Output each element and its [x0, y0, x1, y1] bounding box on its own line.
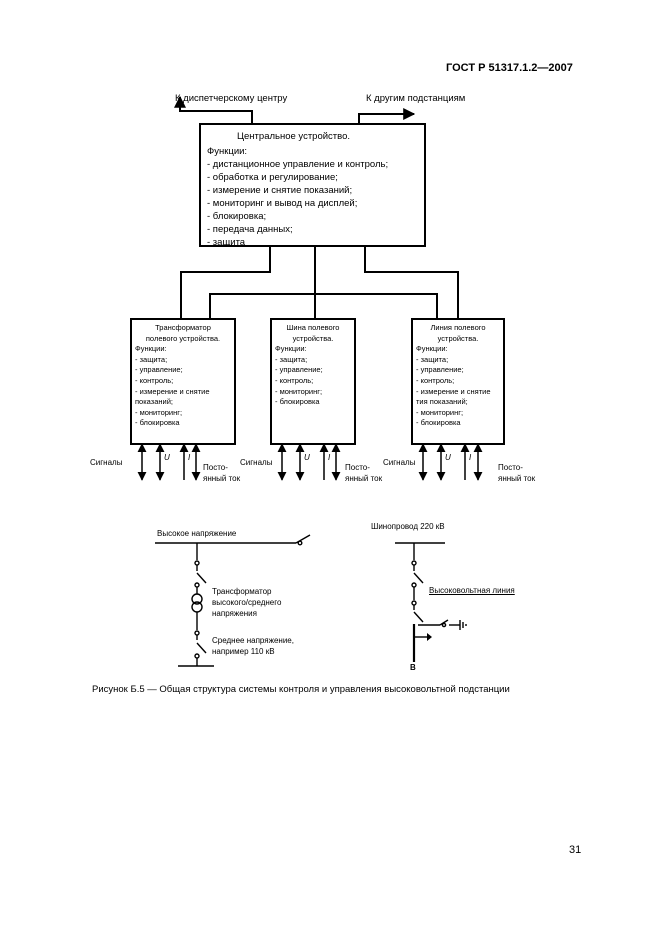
- field-function-item: - управление;: [275, 365, 323, 375]
- transformer-label: Трансформатор: [212, 587, 272, 596]
- voltage-label: U: [445, 453, 451, 462]
- field-unit-title: Трансформатор: [155, 323, 211, 332]
- dc-label: янный ток: [345, 474, 383, 483]
- central-unit-title: Центральное устройство.: [237, 131, 351, 142]
- transformer-label: высокого/среднего: [212, 598, 282, 607]
- field-function-item: - защита;: [275, 354, 308, 364]
- schematic-left: [155, 534, 311, 667]
- central-functions-heading: Функции:: [207, 146, 248, 157]
- field-function-item: - мониторинг;: [416, 407, 464, 417]
- field-function-item: - блокировка: [275, 397, 320, 407]
- field-functions-heading: Функции:: [416, 344, 448, 354]
- field-functions-heading: Функции:: [135, 344, 167, 354]
- field-function-item: - управление;: [416, 365, 464, 375]
- standard-number: ГОСТ Р 51317.1.2—2007: [446, 62, 573, 74]
- field-unit-title: Шина полевого: [286, 323, 340, 332]
- bus-right: [364, 246, 459, 318]
- page-number: 31: [569, 844, 582, 856]
- field-function-item: - управление;: [135, 365, 183, 375]
- central-function-item: - обработка и регулирование;: [207, 172, 338, 183]
- medium-voltage-label: например 110 кВ: [212, 647, 275, 656]
- field-functions-heading: Функции:: [275, 344, 307, 354]
- field-function-item: - мониторинг;: [135, 407, 183, 417]
- field-function-item: - защита;: [135, 354, 168, 364]
- high-voltage-label: Высокое напряжение: [157, 529, 237, 538]
- field-function-item: - измерение и снятие: [135, 386, 210, 396]
- node-label: B: [410, 663, 416, 672]
- label-to-other-substations: К другим подстанциям: [366, 93, 466, 104]
- central-function-item: - дистанционное управление и контроль;: [207, 159, 389, 170]
- field-unit-title: Линия полевого: [430, 323, 486, 332]
- central-function-item: - передача данных;: [207, 224, 293, 235]
- field-unit-transformer: Трансформатор полевого устройства. Функц…: [130, 318, 236, 445]
- field-function-item: - измерение и снятие: [416, 386, 491, 396]
- busbar-label: Шинопровод 220 кВ: [371, 522, 445, 531]
- central-unit-box: Центральное устройство. Функции: - диста…: [199, 123, 426, 248]
- schematic-right: [395, 542, 467, 662]
- dc-label: Посто-: [203, 463, 228, 472]
- signals-label: Сигналы: [383, 458, 416, 467]
- medium-voltage-label: Среднее напряжение,: [212, 636, 294, 645]
- dc-label: Посто-: [498, 463, 523, 472]
- central-function-item: - блокировка;: [207, 211, 267, 222]
- field-unit-title: устройства.: [292, 333, 334, 343]
- central-function-item: - мониторинг и вывод на дисплей;: [207, 198, 358, 209]
- central-function-item: - измерение и снятие показаний;: [207, 185, 353, 196]
- dc-label: Посто-: [345, 463, 370, 472]
- dc-label: янный ток: [203, 474, 241, 483]
- field-function-item: - контроль;: [275, 375, 314, 385]
- arrow-to-dispatch: [174, 95, 253, 123]
- transformer-label: напряжения: [212, 609, 257, 618]
- signals-label: Сигналы: [90, 458, 123, 467]
- dc-label: янный ток: [498, 474, 536, 483]
- central-function-item: - защита: [207, 237, 246, 248]
- bus-left: [180, 246, 271, 318]
- bus-cross: [209, 293, 438, 318]
- voltage-label: U: [164, 453, 170, 462]
- field-function-item: - защита;: [416, 354, 449, 364]
- field-function-item: - контроль;: [416, 375, 455, 385]
- voltage-label: U: [304, 453, 310, 462]
- field-function-item: тия показаний;: [416, 397, 468, 407]
- field-function-item: - блокировка: [416, 418, 461, 428]
- current-label: I: [188, 453, 191, 462]
- signals-label: Сигналы: [240, 458, 273, 467]
- current-label: I: [469, 453, 472, 462]
- field-function-item: показаний;: [135, 397, 173, 407]
- field-function-item: - контроль;: [135, 375, 174, 385]
- field-unit-title: полевого устройства.: [145, 333, 221, 343]
- field-function-item: - мониторинг;: [275, 386, 323, 396]
- label-to-dispatch: К диспетчерскому центру: [175, 93, 288, 104]
- field-unit-line: Линия полевого устройства. Функции: - за…: [411, 318, 505, 445]
- field-function-item: - блокировка: [135, 418, 180, 428]
- arrow-to-other-substations: [358, 108, 416, 123]
- field-unit-title: устройства.: [437, 333, 479, 343]
- hv-line-label: Высоковольтная линия: [429, 586, 515, 595]
- field-unit-busbar: Шина полевого устройства. Функции: - защ…: [270, 318, 356, 445]
- figure-caption: Рисунок Б.5 — Общая структура системы ко…: [92, 684, 510, 695]
- current-label: I: [328, 453, 331, 462]
